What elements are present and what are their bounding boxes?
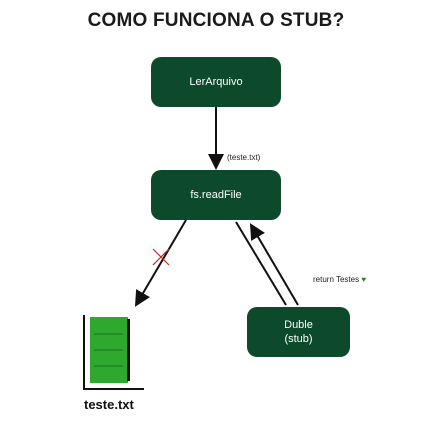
node-duble-stub: Duble (stub) — [247, 307, 350, 357]
node-fs-readfile: fs.readFile — [151, 170, 281, 220]
stub-call-arrow — [235, 221, 287, 306]
blocked-file-arrow — [134, 219, 187, 307]
stub-label: (stub) — [284, 333, 313, 345]
document-icon — [83, 315, 144, 390]
blocked-x-icon — [152, 248, 170, 266]
file-name: teste.txt — [84, 397, 134, 412]
stub-return-arrow — [249, 223, 299, 306]
duble-label: Duble — [284, 319, 313, 331]
call-arrow-label: (teste.txt) — [227, 153, 261, 162]
node-ler-arquivo: LerArquivo — [151, 57, 281, 107]
return-label: return Testes ♥ — [313, 275, 366, 284]
return-label-text: return Testes — [313, 275, 360, 284]
diagram-title: COMO FUNCIONA O STUB? — [87, 10, 345, 31]
green-heart-icon: ♥ — [361, 275, 367, 284]
